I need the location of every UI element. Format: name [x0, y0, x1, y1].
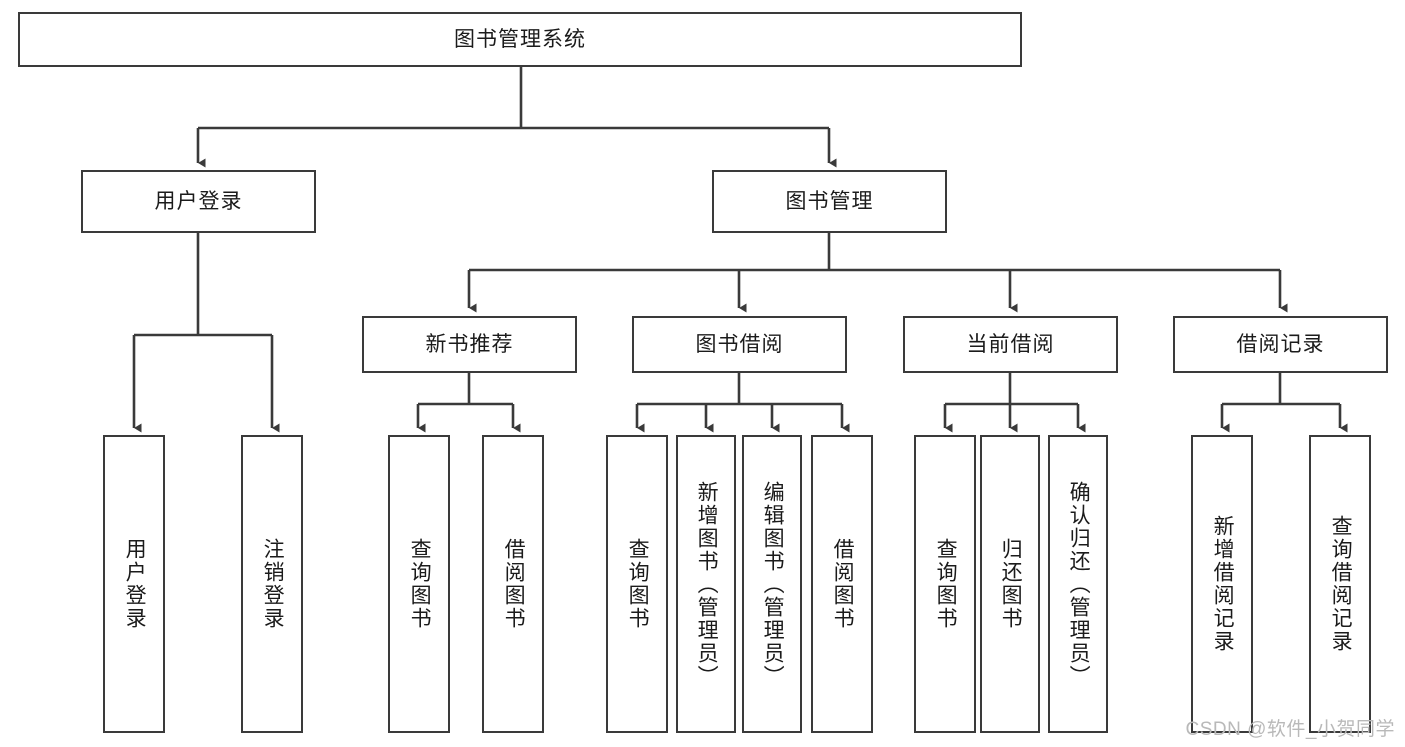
leaf-borrow-add-book-admin[interactable]: 新增图书（管理员） — [676, 435, 736, 733]
node-current-borrow[interactable]: 当前借阅 — [903, 316, 1118, 373]
node-new-book-recommend[interactable]: 新书推荐 — [362, 316, 577, 373]
leaf-current-confirm-return-admin[interactable]: 确认归还（管理员） — [1048, 435, 1108, 733]
leaf-recommend-query-book[interactable]: 查询图书 — [388, 435, 450, 733]
leaf-user-login[interactable]: 用户登录 — [103, 435, 165, 733]
node-label: 查询图书 — [626, 538, 650, 630]
node-label: 借阅记录 — [1236, 332, 1325, 356]
node-label: 用户登录 — [154, 189, 243, 213]
node-label: 编辑图书（管理员） — [761, 480, 785, 688]
leaf-borrow-borrow-book[interactable]: 借阅图书 — [811, 435, 873, 733]
node-label: 确认归还（管理员） — [1067, 480, 1091, 688]
leaf-recommend-borrow-book[interactable]: 借阅图书 — [482, 435, 544, 733]
node-label: 新书推荐 — [425, 332, 514, 356]
node-user-login[interactable]: 用户登录 — [81, 170, 316, 233]
node-label: 新增借阅记录 — [1211, 515, 1235, 653]
leaf-record-query-record[interactable]: 查询借阅记录 — [1309, 435, 1371, 733]
node-book-management[interactable]: 图书管理 — [712, 170, 947, 233]
node-borrow-record[interactable]: 借阅记录 — [1173, 316, 1388, 373]
node-label: 借阅图书 — [502, 538, 526, 630]
csdn-watermark: CSDN @软件_小贺同学 — [1185, 719, 1395, 740]
node-book-borrow[interactable]: 图书借阅 — [632, 316, 847, 373]
node-label: 图书借阅 — [695, 332, 784, 356]
node-root-book-management-system[interactable]: 图书管理系统 — [18, 12, 1022, 67]
node-label: 查询图书 — [408, 538, 432, 630]
leaf-user-logout[interactable]: 注销登录 — [241, 435, 303, 733]
node-label: 借阅图书 — [831, 538, 855, 630]
node-label: 当前借阅 — [966, 332, 1055, 356]
node-label: 图书管理系统 — [454, 27, 586, 51]
leaf-borrow-query-book[interactable]: 查询图书 — [606, 435, 668, 733]
leaf-current-query-book[interactable]: 查询图书 — [914, 435, 976, 733]
leaf-current-return-book[interactable]: 归还图书 — [980, 435, 1040, 733]
node-label: 新增图书（管理员） — [695, 480, 719, 688]
node-label: 查询借阅记录 — [1329, 515, 1353, 653]
leaf-borrow-edit-book-admin[interactable]: 编辑图书（管理员） — [742, 435, 802, 733]
node-label: 查询图书 — [934, 538, 958, 630]
leaf-record-add-record[interactable]: 新增借阅记录 — [1191, 435, 1253, 733]
node-label: 用户登录 — [123, 538, 147, 630]
node-label: 图书管理 — [785, 189, 874, 213]
node-label: 注销登录 — [261, 538, 285, 630]
node-label: 归还图书 — [999, 538, 1023, 630]
